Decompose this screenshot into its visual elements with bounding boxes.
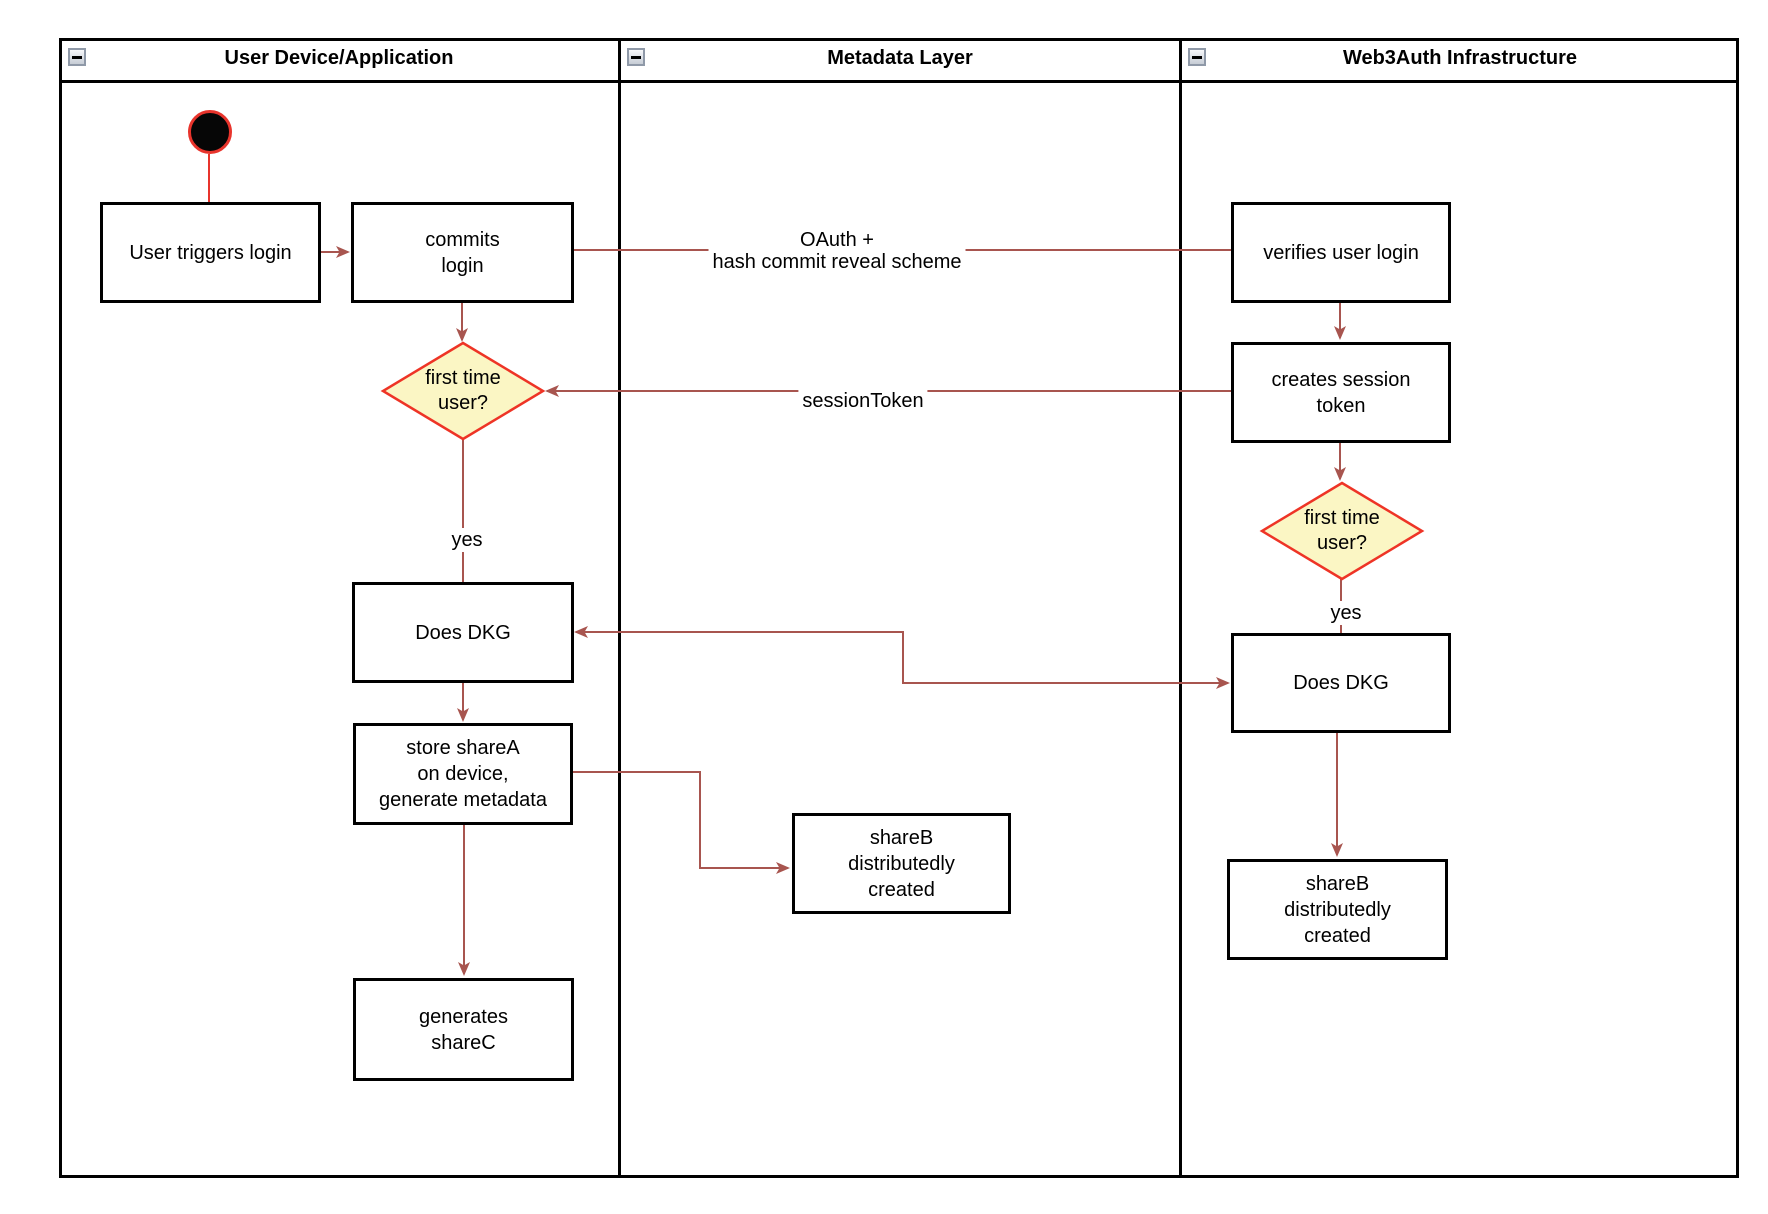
node-user-triggers-login[interactable]: User triggers login [100,202,321,303]
start-node[interactable] [188,110,232,154]
node-verifies-user-login[interactable]: verifies user login [1231,202,1451,303]
node-creates-session-token[interactable]: creates session token [1231,342,1451,443]
node-shareb-infra[interactable]: shareB distributedly created [1227,859,1448,960]
edge-label-sessiontoken: sessionToken [798,389,928,413]
edge-label-yes-device: yes [447,528,487,552]
decision-label-first-time-user-infra[interactable]: first time user? [1304,507,1380,554]
decision-first-time-user-infra [1259,481,1425,581]
node-does-dkg-infra[interactable]: Does DKG [1231,633,1451,733]
edge-label-oauth: OAuth + hash commit reveal scheme [708,228,966,274]
edge-store-sharea-to-shareb-metadata [572,771,790,874]
lane-title-user-device: User Device/Application [224,47,454,69]
minus-icon [1192,55,1202,59]
lane-divider-1 [618,38,621,1178]
node-commits-login[interactable]: commits login [351,202,574,303]
node-shareb-metadata[interactable]: shareB distributedly created [792,813,1011,914]
edge-label-yes-infra: yes [1326,601,1366,625]
node-store-sharea[interactable]: store shareA on device, generate metadat… [353,723,573,825]
lane-collapse-button-web3auth[interactable] [1188,48,1206,66]
edge-dkg-device-dkg-infra [574,626,1230,689]
node-generates-sharec[interactable]: generates shareC [353,978,574,1081]
lane-collapse-button-user-device[interactable] [68,48,86,66]
pool-header-underline [59,80,1739,83]
lane-title-metadata: Metadata Layer [827,47,973,69]
lane-title-web3auth: Web3Auth Infrastructure [1342,47,1578,69]
swimlane-pool [59,38,1739,1178]
node-does-dkg-device[interactable]: Does DKG [352,582,574,683]
decision-first-time-user-device [380,341,546,441]
minus-icon [631,55,641,59]
lane-collapse-button-metadata[interactable] [627,48,645,66]
minus-icon [72,55,82,59]
lane-divider-2 [1179,38,1182,1178]
decision-label-first-time-user-device[interactable]: first time user? [425,367,501,414]
